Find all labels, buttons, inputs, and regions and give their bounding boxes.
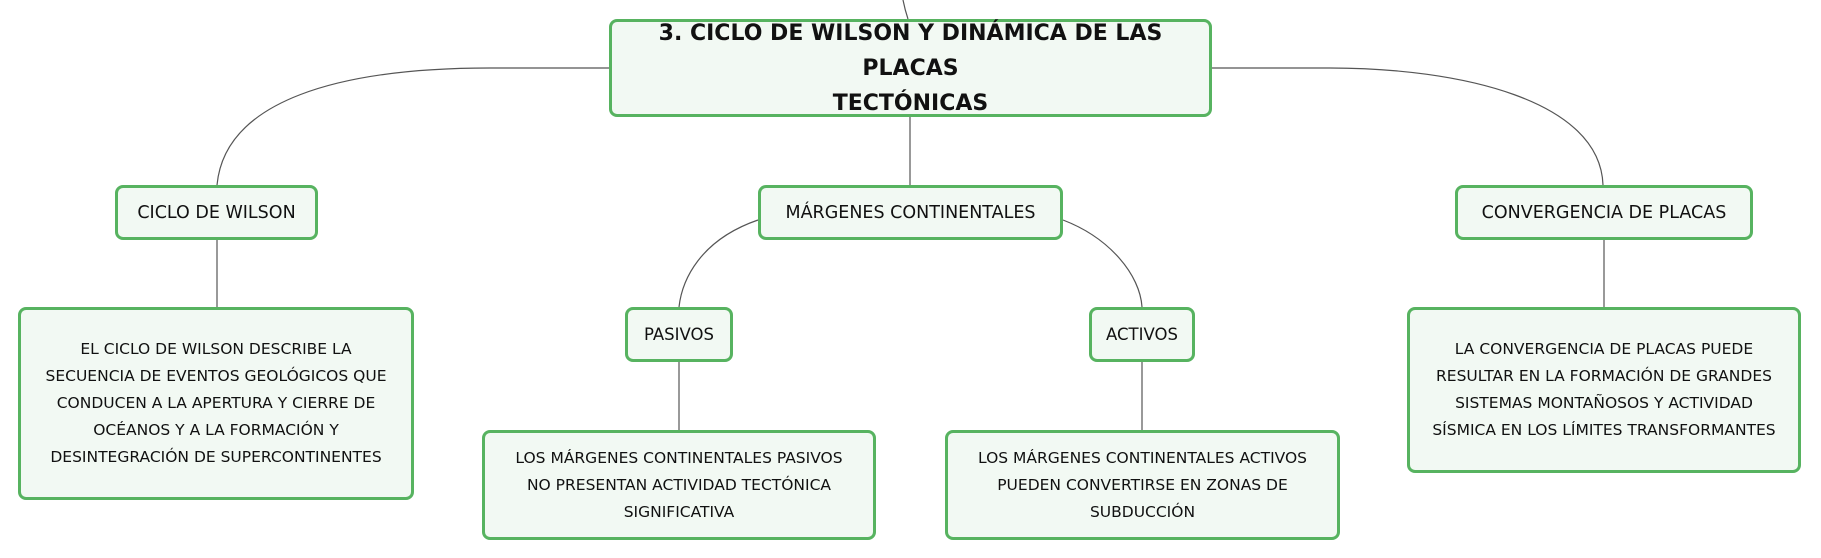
subtopic-label: ACTIVOS — [1106, 324, 1178, 344]
topic-node-ciclo-de-wilson[interactable]: CICLO DE WILSON — [115, 185, 318, 240]
connector-margenes-to-pasivos — [678, 219, 759, 308]
description-line: SÍSMICA EN LOS LÍMITES TRANSFORMANTES — [1432, 421, 1776, 439]
description-line: RESULTAR EN LA FORMACIÓN DE GRANDES — [1436, 367, 1772, 385]
description-line: LOS MÁRGENES CONTINENTALES PASIVOS — [515, 448, 843, 467]
description-line: LA CONVERGENCIA DE PLACAS PUEDE — [1454, 340, 1754, 358]
description-line: SISTEMAS MONTAÑOSOS Y ACTIVIDAD — [1455, 394, 1753, 412]
description-line: LOS MÁRGENES CONTINENTALES ACTIVOS — [977, 448, 1308, 467]
description-line: SECUENCIA DE EVENTOS GEOLÓGICOS QUE — [45, 367, 387, 385]
description-line: SUBDUCCIÓN — [1089, 502, 1196, 521]
topic-label: CICLO DE WILSON — [137, 202, 296, 223]
root-title-line-1: 3. CICLO DE WILSON Y DINÁMICA DE LAS PLA… — [658, 20, 1163, 81]
connector-margenes-to-activos — [1062, 219, 1143, 308]
topic-label: MÁRGENES CONTINENTALES — [785, 202, 1036, 223]
connector-root-to-convergencia — [1212, 67, 1604, 186]
root-node[interactable]: 3. CICLO DE WILSON Y DINÁMICA DE LAS PLA… — [609, 19, 1212, 117]
description-line: NO PRESENTAN ACTIVIDAD TECTÓNICA — [526, 475, 832, 494]
subtopic-label: PASIVOS — [644, 324, 714, 344]
description-line: OCÉANOS Y A LA FORMACIÓN Y — [93, 421, 339, 439]
description-node-convergencia-de-placas[interactable]: LA CONVERGENCIA DE PLACAS PUEDE RESULTAR… — [1407, 307, 1801, 473]
description-line: CONDUCEN A LA APERTURA Y CIERRE DE — [56, 394, 376, 412]
root-title-line-2: TECTÓNICAS — [832, 90, 989, 116]
description-line: SIGNIFICATIVA — [623, 502, 735, 521]
description-node-ciclo-de-wilson[interactable]: EL CICLO DE WILSON DESCRIBE LA SECUENCIA… — [18, 307, 414, 500]
subtopic-node-activos[interactable]: ACTIVOS — [1089, 307, 1195, 362]
description-node-pasivos[interactable]: LOS MÁRGENES CONTINENTALES PASIVOS NO PR… — [482, 430, 876, 540]
description-line: DESINTEGRACIÓN DE SUPERCONTINENTES — [50, 448, 382, 466]
connector-parent-to-root — [902, 0, 909, 20]
subtopic-node-pasivos[interactable]: PASIVOS — [625, 307, 733, 362]
connector-root-to-wilson — [216, 67, 609, 186]
description-line: PUEDEN CONVERTIRSE EN ZONAS DE — [997, 475, 1288, 494]
description-line: EL CICLO DE WILSON DESCRIBE LA — [80, 340, 352, 358]
topic-label: CONVERGENCIA DE PLACAS — [1481, 202, 1727, 223]
topic-node-margenes-continentales[interactable]: MÁRGENES CONTINENTALES — [758, 185, 1063, 240]
topic-node-convergencia-de-placas[interactable]: CONVERGENCIA DE PLACAS — [1455, 185, 1753, 240]
description-node-activos[interactable]: LOS MÁRGENES CONTINENTALES ACTIVOS PUEDE… — [945, 430, 1340, 540]
